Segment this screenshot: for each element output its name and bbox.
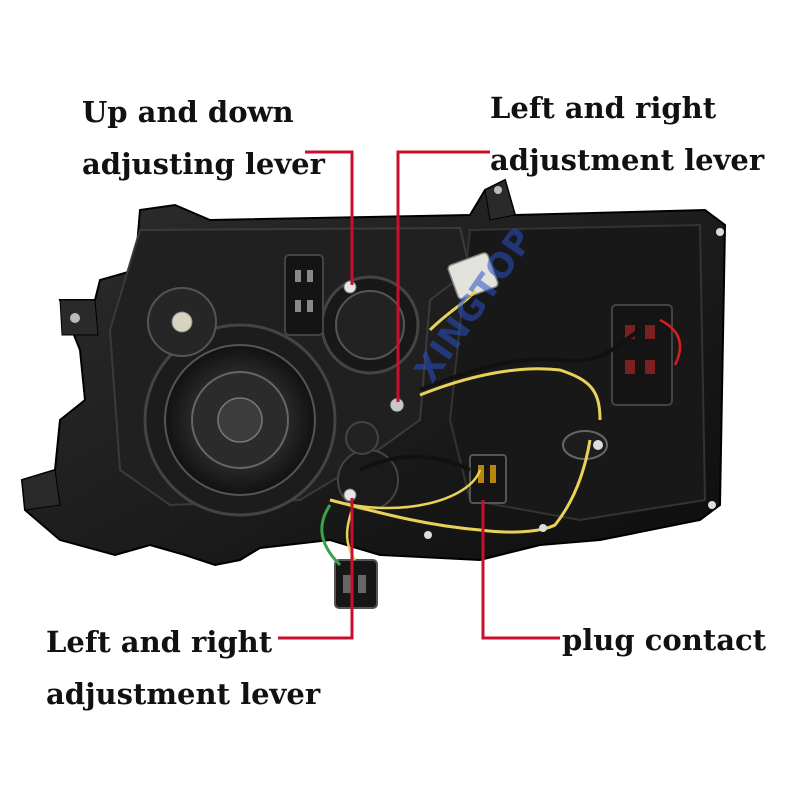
bottom-connector [334, 559, 378, 609]
screw-lr-bottom [343, 488, 357, 502]
label-line: adjusting lever [82, 147, 325, 181]
connector-right [611, 304, 673, 406]
label-up-down-adjusting-lever: Up and down adjusting lever [82, 86, 325, 190]
leader-lr-bottom [278, 498, 354, 640]
label-plug-contact: plug contact [562, 614, 766, 666]
label-line: plug contact [562, 623, 767, 657]
screw-updown [343, 280, 357, 294]
label-line: adjustment lever [490, 143, 765, 177]
label-line: adjustment lever [46, 677, 321, 711]
plug-connector [469, 454, 507, 504]
label-line: Left and right [46, 625, 273, 659]
label-left-right-adjustment-lever-top: Left and right adjustment lever [490, 82, 764, 186]
label-line: Left and right [490, 91, 717, 125]
connector-left [284, 254, 324, 336]
leader-updown [305, 150, 354, 285]
white-connector [447, 252, 499, 300]
high-beam-cap [320, 275, 420, 375]
wiring [320, 289, 682, 567]
dust-cap [147, 287, 217, 357]
label-line: Up and down [82, 95, 294, 129]
low-beam-reflector [143, 323, 337, 517]
leader-lr-top [396, 150, 490, 402]
bulb-socket-right [562, 430, 608, 460]
label-left-right-adjustment-lever-bottom: Left and right adjustment lever [46, 616, 320, 720]
leader-plug [481, 500, 560, 640]
leader-lines [278, 150, 560, 640]
